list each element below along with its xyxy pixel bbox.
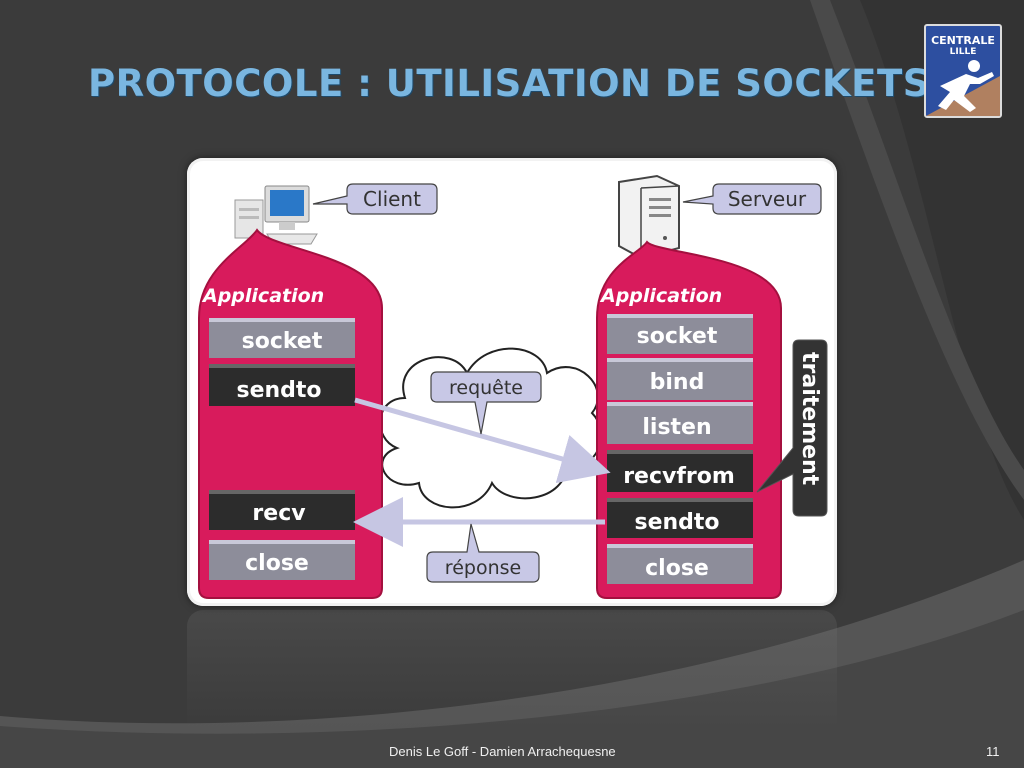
server-op-socket: socket <box>607 314 753 354</box>
server-op-listen-label: listen <box>642 415 711 440</box>
client-op-recv-label: recv <box>252 501 306 526</box>
client-computer-icon <box>234 185 318 245</box>
server-callout: Serveur <box>682 183 822 215</box>
traitement-callout: traitement <box>756 339 828 517</box>
logo-line1: CENTRALE <box>931 34 995 47</box>
server-op-close: close <box>607 544 753 584</box>
server-application-label: Application <box>599 285 722 307</box>
client-op-socket-label: socket <box>242 329 323 354</box>
client-op-close-label: close <box>245 551 309 576</box>
page-number: 11 <box>986 744 1000 759</box>
slide-title: PROTOCOLE : UTILISATION DE SOCKETS <box>88 62 930 105</box>
client-application-label: Application <box>201 285 324 307</box>
server-op-recvfrom-label: recvfrom <box>623 464 735 489</box>
client-op-close: close <box>209 540 355 580</box>
runner-icon <box>926 60 1000 116</box>
panel-reflection <box>187 610 837 730</box>
response-callout: réponse <box>426 523 540 583</box>
request-arrow <box>354 397 611 484</box>
request-label: requête <box>449 377 523 399</box>
server-op-listen: listen <box>607 402 753 444</box>
server-op-sendto: sendto <box>607 498 753 538</box>
server-op-sendto-label: sendto <box>634 510 719 535</box>
client-op-recv: recv <box>209 490 355 530</box>
server-op-close-label: close <box>645 556 709 581</box>
request-callout: requête <box>430 371 542 435</box>
client-op-sendto: sendto <box>209 364 355 406</box>
server-op-bind-label: bind <box>650 370 705 395</box>
server-op-bind: bind <box>607 358 753 400</box>
response-label: réponse <box>445 557 521 579</box>
server-op-recvfrom: recvfrom <box>607 450 753 492</box>
client-op-sendto-label: sendto <box>236 378 321 403</box>
client-label: Client <box>363 187 421 211</box>
logo-line2: LILLE <box>949 47 977 57</box>
socket-diagram: Client Serveur Application Application s… <box>198 174 828 599</box>
centrale-lille-logo: CENTRALE LILLE <box>924 24 1002 118</box>
server-op-socket-label: socket <box>637 324 718 349</box>
client-callout: Client <box>312 183 438 215</box>
socket-diagram-panel: Client Serveur Application Application s… <box>187 158 837 606</box>
traitement-label: traitement <box>797 352 822 486</box>
footer-author: Denis Le Goff - Damien Arrachequesne <box>389 744 616 759</box>
server-icon <box>618 174 680 260</box>
server-label: Serveur <box>728 187 807 211</box>
client-op-socket: socket <box>209 318 355 358</box>
